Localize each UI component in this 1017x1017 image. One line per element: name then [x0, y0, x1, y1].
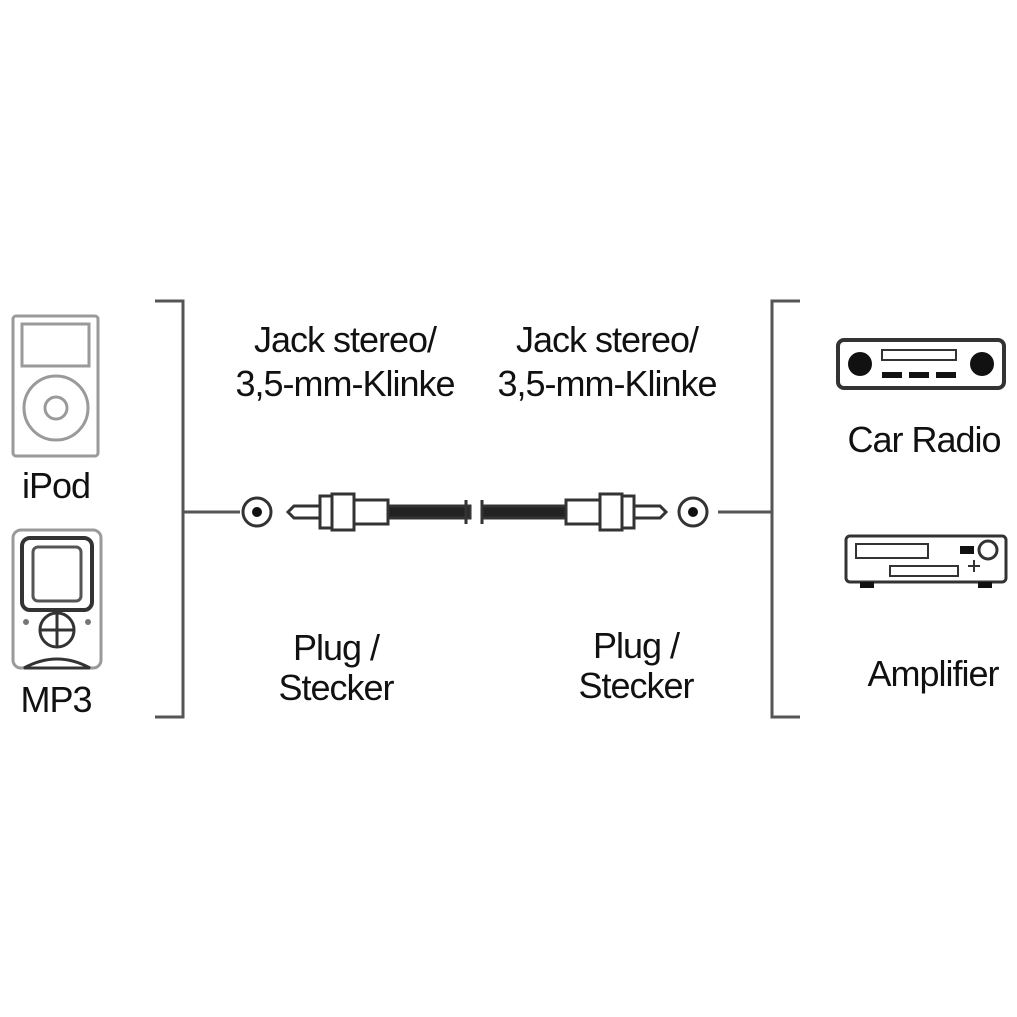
car-radio-icon	[836, 338, 1006, 390]
plug-label-right-line2: Stecker	[578, 665, 694, 706]
cable-plug-icon	[285, 492, 669, 532]
jack-label-right: Jack stereo/ 3,5-mm-Klinke	[482, 318, 732, 406]
ipod-label: iPod	[21, 465, 91, 506]
jack-label-left-line2: 3,5-mm-Klinke	[235, 363, 455, 404]
plug-label-left: Plug / Stecker	[256, 628, 416, 708]
amplifier-label: Amplifier	[867, 653, 999, 694]
left-bracket	[155, 299, 240, 719]
right-bracket	[718, 299, 800, 719]
plug-label-right: Plug / Stecker	[556, 626, 716, 706]
mp3-label: MP3	[20, 679, 92, 720]
jack-socket-icon	[677, 496, 709, 528]
jack-label-left: Jack stereo/ 3,5-mm-Klinke	[220, 318, 470, 406]
amplifier-icon	[844, 534, 1008, 588]
jack-label-left-line1: Jack stereo/	[253, 319, 437, 360]
jack-socket-icon	[241, 496, 273, 528]
car-radio-label: Car Radio	[847, 419, 1001, 460]
plug-label-left-line2: Stecker	[278, 667, 394, 708]
jack-label-right-line2: 3,5-mm-Klinke	[497, 363, 717, 404]
plug-label-left-line1: Plug /	[292, 627, 380, 668]
ipod-icon	[11, 314, 100, 458]
plug-label-right-line1: Plug /	[592, 625, 680, 666]
mp3-player-icon	[11, 528, 103, 670]
jack-label-right-line1: Jack stereo/	[515, 319, 699, 360]
